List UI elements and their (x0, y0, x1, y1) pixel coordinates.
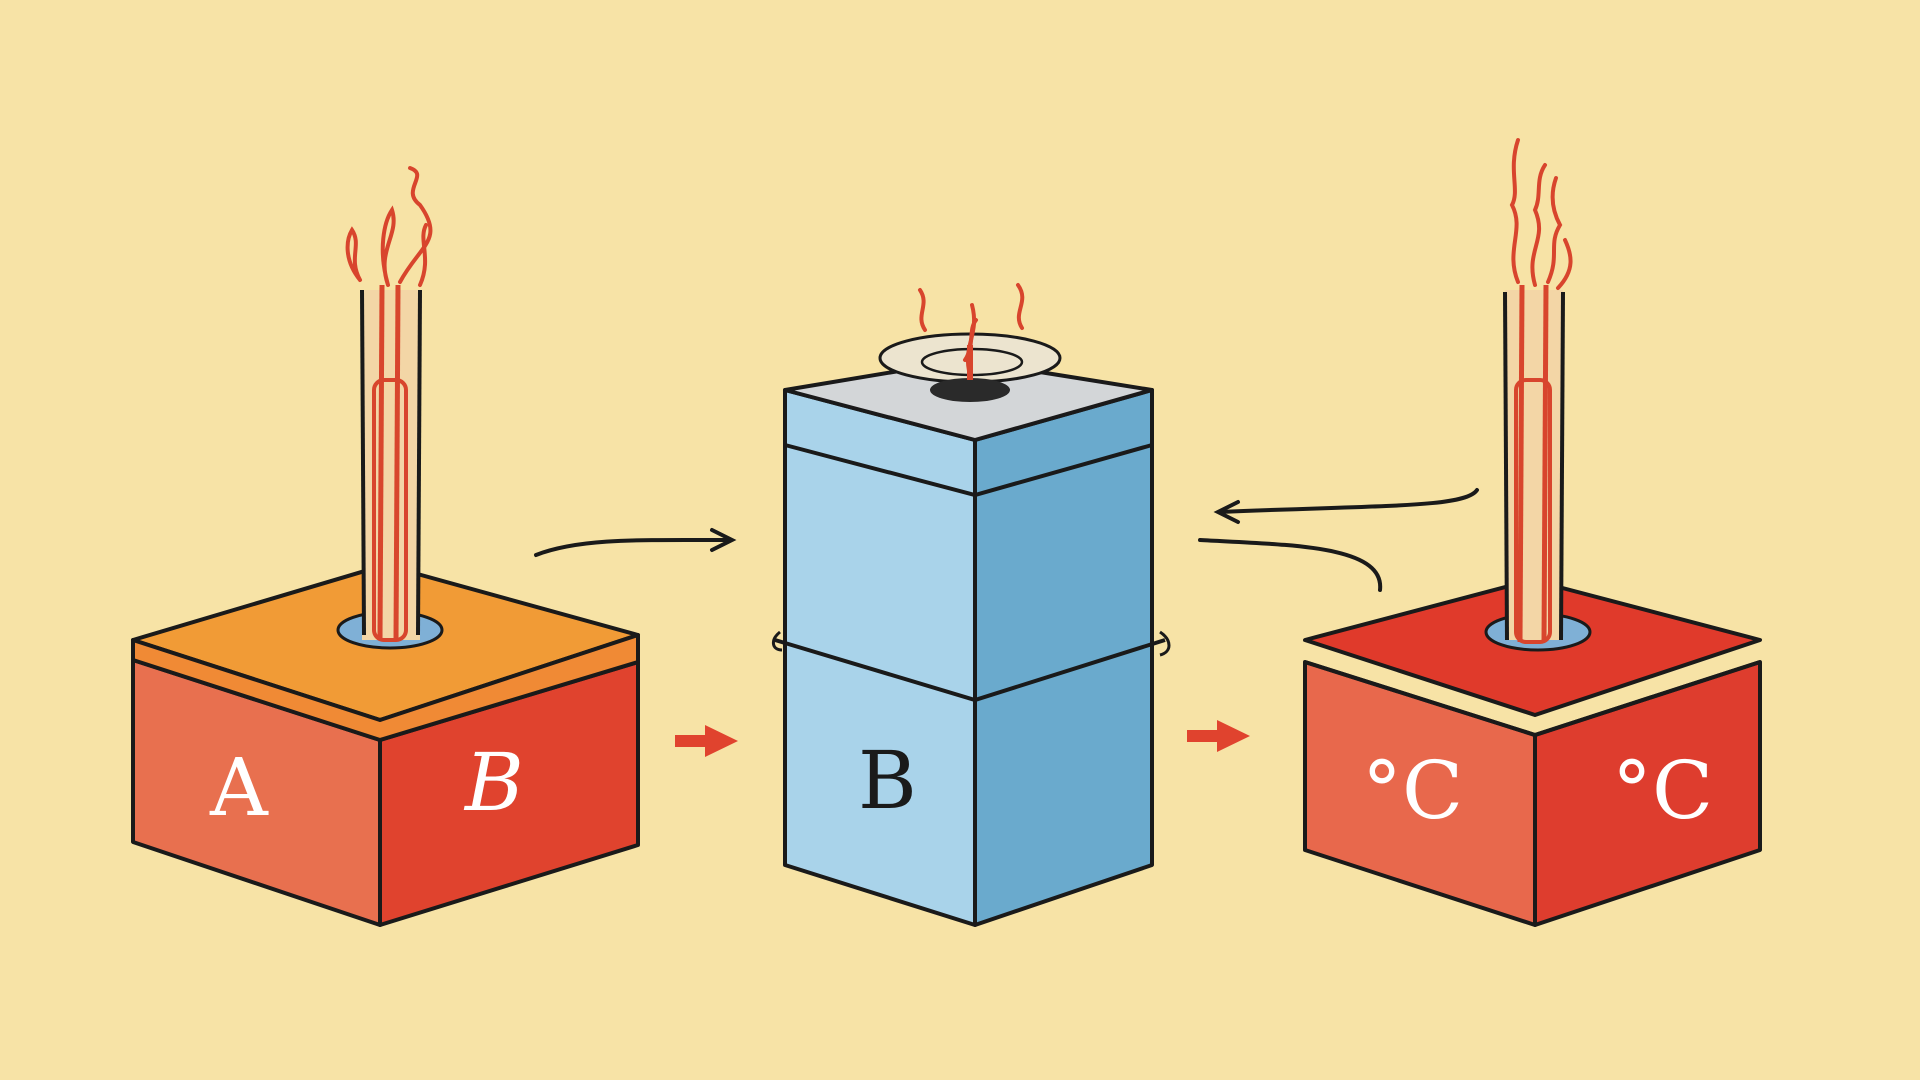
box-b: B (772, 283, 1171, 927)
box-a-front-label: A (209, 741, 269, 834)
arrow-a-to-b (534, 528, 737, 557)
box-a-side-label: B (463, 736, 524, 829)
box-a-flame-icon (345, 166, 433, 287)
box-c-side-label: °C (1612, 744, 1713, 837)
arrow-red-left (675, 725, 738, 757)
arrow-red-right (1187, 720, 1250, 752)
box-c: °C °C (1303, 138, 1762, 927)
box-c-flame-icon (1509, 138, 1573, 290)
box-a-lid-band (131, 633, 640, 742)
box-b-front-label: B (858, 734, 917, 827)
box-a-pipe (362, 290, 420, 640)
box-c-front-label: °C (1362, 744, 1463, 837)
arrow-c-to-b (1213, 488, 1479, 524)
box-b-burner (930, 378, 1010, 402)
box-a: A B (131, 166, 640, 927)
connector-line (1198, 538, 1383, 592)
box-b-seam (774, 638, 1166, 703)
box-c-pipe (1505, 290, 1563, 640)
